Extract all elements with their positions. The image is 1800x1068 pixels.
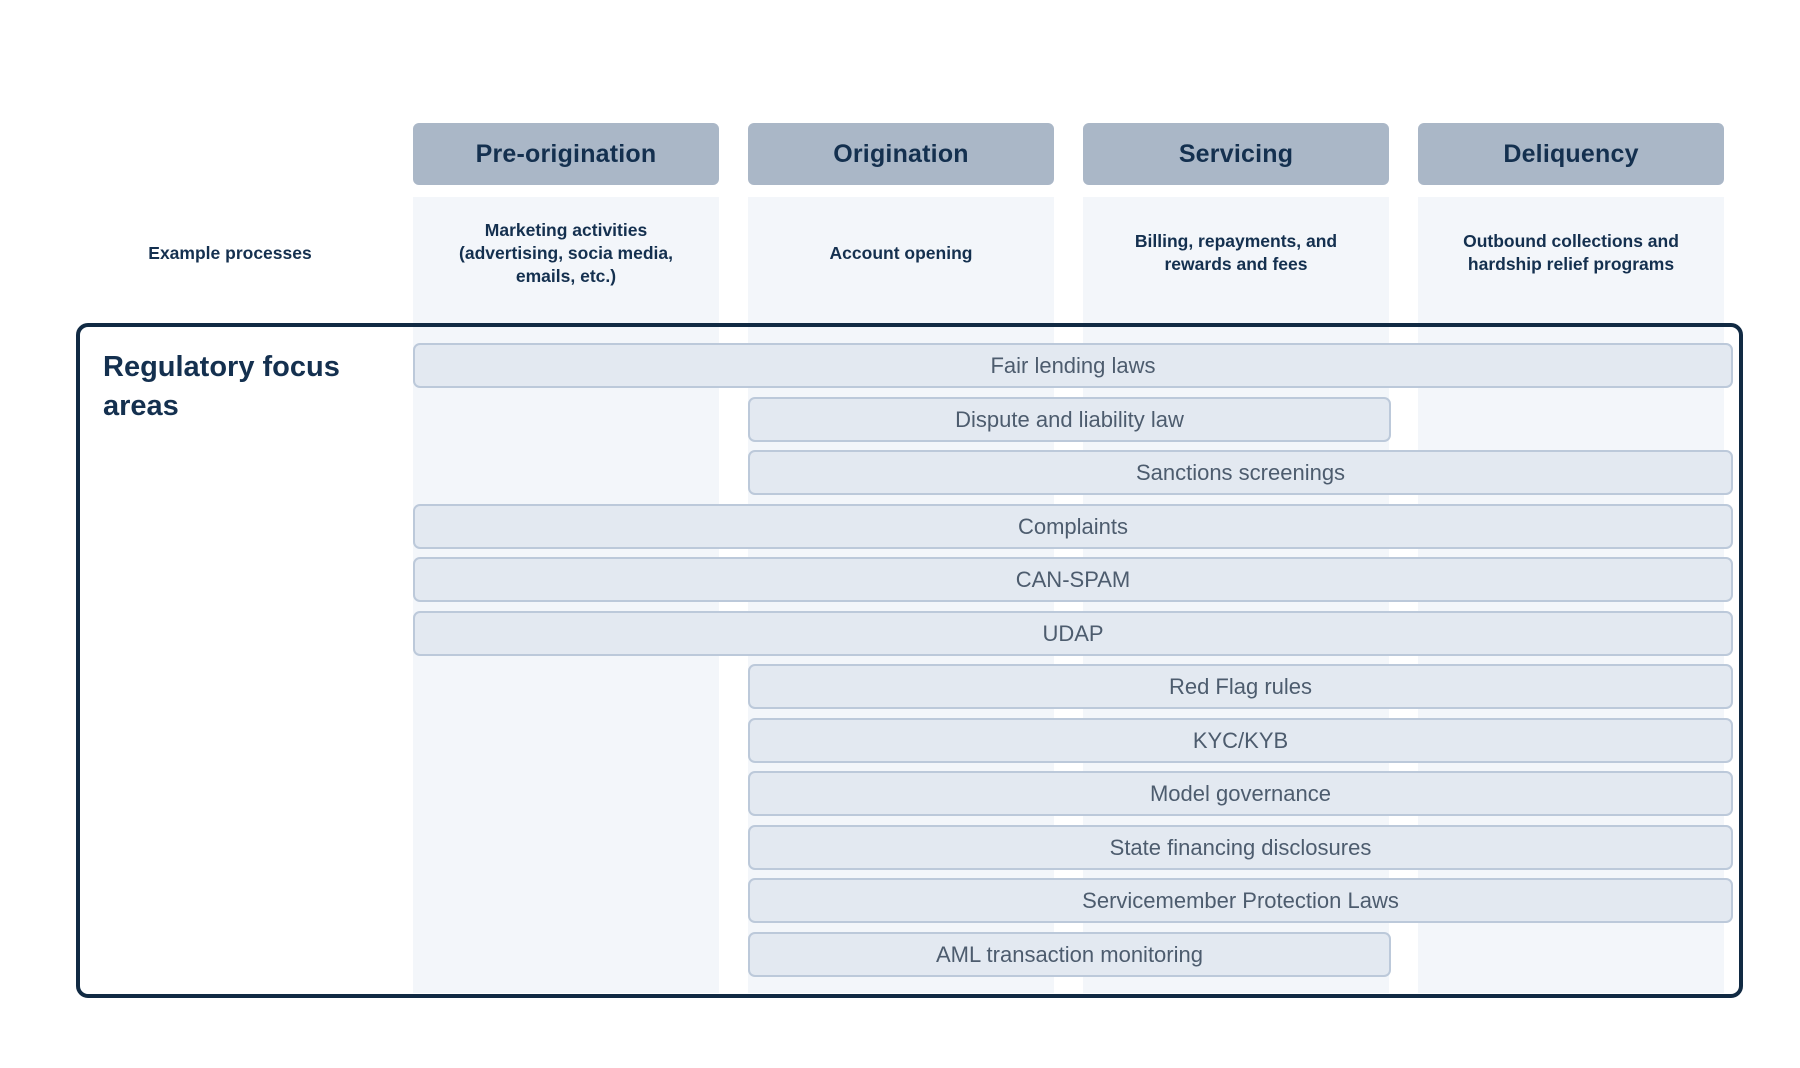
bar-aml-transaction-monitoring: AML transaction monitoring (748, 932, 1391, 977)
bar-kyc-kyb: KYC/KYB (748, 718, 1733, 763)
column-header-label: Servicing (1178, 139, 1294, 168)
regulation-bar-label: Sanctions screenings (1135, 459, 1346, 485)
regulation-bar-label: Complaints (1017, 513, 1129, 539)
regulation-bar-label: KYC/KYB (1192, 727, 1289, 753)
regulation-bar-label: Model governance (1149, 780, 1331, 806)
regulation-bar-label: UDAP (1042, 620, 1104, 646)
bar-udap: UDAP (413, 611, 1733, 656)
bar-model-governance: Model governance (748, 771, 1733, 816)
column-example-origination: Account opening (829, 242, 973, 263)
bar-servicemember-protection-laws: Servicemember Protection Laws (748, 878, 1733, 923)
regulation-bar-label: Servicemember Protection Laws (1082, 887, 1399, 913)
column-header-pre-origination: Pre-origination (413, 123, 719, 185)
example-processes-row-label: Example processes (148, 242, 312, 263)
column-header-label: Pre-origination (475, 139, 657, 168)
regulatory-focus-areas-box (76, 323, 1743, 998)
bar-sanctions-screenings: Sanctions screenings (748, 450, 1733, 495)
column-header-deliquency: Deliquency (1418, 123, 1724, 185)
column-header-origination: Origination (748, 123, 1054, 185)
regulation-bar-label: AML transaction monitoring (936, 941, 1203, 967)
regulation-bar-label: Dispute and liability law (955, 406, 1184, 432)
bar-red-flag-rules: Red Flag rules (748, 664, 1733, 709)
column-header-label: Origination (833, 139, 969, 168)
column-header-servicing: Servicing (1083, 123, 1389, 185)
column-header-label: Deliquency (1503, 139, 1639, 168)
regulation-bar-label: State financing disclosures (1109, 834, 1372, 860)
bar-dispute-and-liability-law: Dispute and liability law (748, 397, 1391, 442)
column-example-deliquency: Outbound collections and hardship relief… (1463, 231, 1679, 274)
regulation-bar-label: Fair lending laws (990, 352, 1156, 378)
regulation-bar-label: Red Flag rules (1168, 673, 1313, 699)
column-example-servicing: Billing, repayments, and rewards and fee… (1134, 231, 1338, 274)
regulation-bar-label: CAN-SPAM (1015, 566, 1131, 592)
section-title: Regulatory focus areas (103, 351, 340, 422)
bar-can-spam: CAN-SPAM (413, 557, 1733, 602)
column-example-pre-origination: Marketing activities (advertising, socia… (459, 219, 673, 286)
bar-complaints: Complaints (413, 504, 1733, 549)
bar-fair-lending-laws: Fair lending laws (413, 343, 1733, 388)
bar-state-financing-disclosures: State financing disclosures (748, 825, 1733, 870)
